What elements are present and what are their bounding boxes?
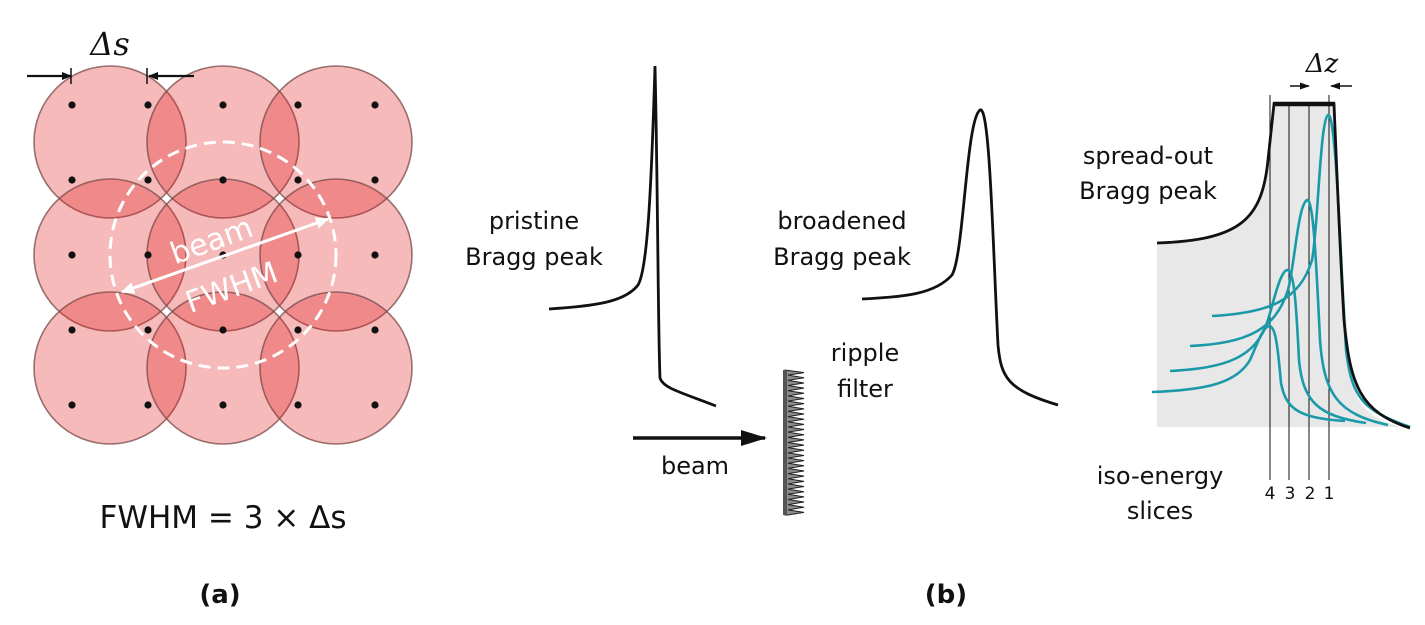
pristine-bragg-peak-curve: [548, 65, 717, 408]
slice-4-curve: [1151, 324, 1346, 423]
broadened-label-line1: broadened: [777, 207, 906, 235]
slice-1-curve: [1211, 113, 1411, 429]
spot-dot: [68, 251, 76, 259]
broadened-label-line2: Bragg peak: [773, 243, 911, 271]
slice-number-2: 2: [1305, 484, 1316, 504]
spot-dot: [144, 101, 152, 109]
spot-dot: [144, 176, 152, 184]
slice-number-4: 4: [1265, 484, 1276, 504]
spot-dot: [219, 326, 227, 334]
spot-dot: [371, 401, 379, 409]
spot-dot: [294, 176, 302, 184]
spot-dot: [294, 251, 302, 259]
iso-energy-slice-curves: [1151, 113, 1411, 429]
panel-b-label: (b): [925, 580, 967, 610]
spot-dot: [144, 401, 152, 409]
spot-dot: [219, 101, 227, 109]
pristine-label-line2: Bragg peak: [465, 243, 603, 271]
delta-s-label: Δs: [88, 25, 130, 63]
beam-fwhm-dashed-circle: [108, 140, 338, 370]
spot-dot: [68, 401, 76, 409]
iso-label-line1: iso-energy: [1097, 462, 1224, 490]
slice-number-3: 3: [1285, 484, 1296, 504]
panel-a-label: (a): [199, 580, 240, 610]
panel-a-spot-grid: beam FWHM Δs FWHM = 3 × Δs (a): [27, 25, 413, 610]
spot-dot: [371, 101, 379, 109]
broadened-bragg-peak-curve: [861, 108, 1059, 407]
spot-dot: [371, 326, 379, 334]
spot-dot: [144, 326, 152, 334]
spot-dot: [371, 251, 379, 259]
spot-dot: [294, 101, 302, 109]
slice-guide-lines: [1269, 95, 1330, 480]
beam-fwhm-arrow: [121, 217, 329, 294]
slice-number-1: 1: [1324, 484, 1335, 504]
sobp-curve: [1156, 102, 1411, 430]
spot-dot: [68, 101, 76, 109]
ripple-label-line2: filter: [837, 375, 893, 403]
delta-z-label: Δz: [1305, 49, 1339, 79]
slice-2-curve: [1189, 198, 1389, 427]
spot-dot: [219, 176, 227, 184]
slice-3-curve: [1169, 268, 1367, 425]
ripple-filter-teeth: [784, 369, 805, 516]
spot-dot: [219, 401, 227, 409]
panel-b-bragg-peaks: pristine Bragg peak beam ripple filter b…: [465, 49, 1411, 610]
spot-dot: [68, 326, 76, 334]
ripple-filter-base: [783, 370, 787, 515]
ripple-filter: [783, 369, 805, 516]
pristine-label-line1: pristine: [489, 207, 579, 235]
spot-dot: [68, 176, 76, 184]
ripple-label-line1: ripple: [831, 339, 899, 367]
iso-label-line2: slices: [1127, 497, 1193, 525]
sobp-label-line1: spread-out: [1083, 142, 1213, 170]
beam-arrow-label: beam: [661, 452, 729, 480]
spot-dot: [371, 176, 379, 184]
spot-circle: [259, 291, 413, 445]
sobp-label-line2: Bragg peak: [1079, 177, 1217, 205]
spot-dot: [144, 251, 152, 259]
fwhm-formula: FWHM = 3 × Δs: [100, 500, 347, 536]
sobp-shaded-region: [1157, 104, 1400, 427]
spot-dot: [294, 401, 302, 409]
spot-dot: [294, 326, 302, 334]
